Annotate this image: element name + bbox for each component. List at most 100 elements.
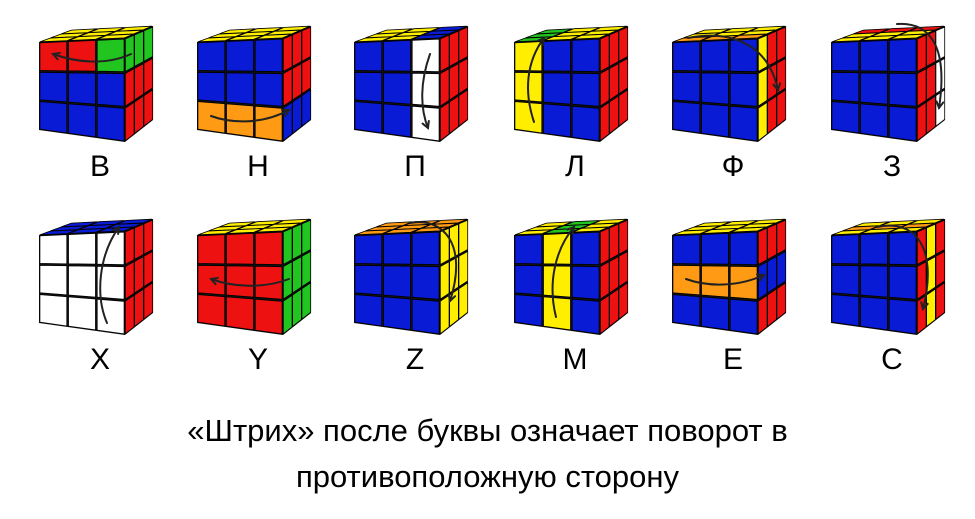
right-face (757, 219, 787, 335)
sticker (618, 250, 629, 288)
sticker (831, 41, 860, 72)
right-face (124, 219, 154, 335)
move-label: З (882, 150, 902, 183)
move-11: E (668, 205, 798, 380)
sticker (383, 228, 421, 234)
sticker (40, 229, 77, 236)
left-face (39, 38, 125, 142)
right-face (439, 26, 469, 142)
move-label: Ф (721, 150, 745, 183)
sticker (143, 250, 154, 288)
sticker (543, 72, 571, 105)
sticker (701, 265, 729, 298)
sticker (694, 221, 731, 228)
sticker (412, 33, 449, 40)
sticker (96, 298, 125, 335)
sticker (226, 228, 264, 234)
sticker (226, 296, 254, 331)
sticker (908, 218, 945, 225)
sticker (68, 35, 106, 41)
sticker (683, 225, 721, 232)
sticker (197, 234, 226, 265)
sticker (888, 265, 917, 300)
sticker (599, 68, 610, 107)
sticker (124, 227, 135, 266)
sticker (282, 34, 293, 73)
rotation-arrow-icon (876, 224, 929, 310)
left-face (354, 38, 440, 142)
sticker (143, 57, 154, 95)
sticker (701, 72, 729, 105)
sticker (124, 294, 135, 335)
sticker (853, 28, 890, 35)
sticker (124, 34, 135, 73)
sticker (226, 35, 264, 41)
sticker (61, 221, 98, 228)
sticker (236, 31, 273, 37)
sticker (860, 265, 888, 298)
sticker (740, 29, 776, 36)
sticker (68, 265, 96, 298)
sticker (458, 219, 469, 255)
sticker (208, 32, 246, 39)
sticker (916, 68, 927, 107)
sticker (888, 38, 917, 73)
sticker (208, 225, 246, 232)
right-face (757, 26, 787, 142)
cube-illustration (39, 218, 154, 335)
sticker (411, 231, 440, 266)
sticker (860, 103, 888, 138)
sticker (134, 223, 144, 261)
sticker (935, 57, 946, 95)
arrowhead-icon (772, 82, 782, 93)
sticker (618, 26, 629, 62)
sticker (354, 294, 383, 327)
sticker (301, 282, 312, 321)
sticker (292, 255, 302, 294)
sticker (68, 72, 96, 105)
sticker (50, 32, 88, 39)
sticker (376, 28, 413, 35)
sticker (292, 95, 302, 135)
sticker (68, 103, 96, 138)
sticker (439, 294, 450, 335)
sticker (672, 234, 701, 265)
sticker (439, 227, 450, 266)
sticker (888, 72, 917, 107)
sticker (609, 30, 619, 68)
sticker (439, 261, 450, 300)
cube-illustration (831, 218, 946, 335)
sticker (124, 101, 135, 142)
sticker (422, 29, 458, 36)
sticker (757, 101, 768, 142)
sticker (694, 28, 731, 35)
footnote-line-2: противоположную сторону (295, 459, 680, 494)
sticker (591, 25, 628, 32)
cube-illustration (39, 25, 154, 142)
sticker (439, 68, 450, 107)
sticker (226, 39, 254, 72)
sticker (116, 25, 153, 32)
cube-illustration (514, 25, 629, 142)
sticker (247, 27, 283, 33)
sticker (431, 218, 468, 225)
sticker (543, 265, 571, 298)
sticker (404, 27, 440, 33)
sticker (39, 264, 68, 296)
sticker (68, 296, 96, 331)
sticker (449, 62, 459, 101)
sticker (265, 222, 301, 229)
sticker (39, 234, 68, 265)
sticker (842, 225, 880, 232)
right-face (282, 26, 312, 142)
sticker (96, 231, 125, 266)
sticker (274, 218, 311, 225)
sticker (701, 232, 729, 265)
sticker (776, 250, 787, 288)
sticker (89, 220, 125, 226)
sticker (711, 224, 748, 230)
right-face (439, 219, 469, 335)
sticker (282, 101, 293, 142)
sticker (673, 229, 710, 236)
sticker (609, 255, 619, 294)
